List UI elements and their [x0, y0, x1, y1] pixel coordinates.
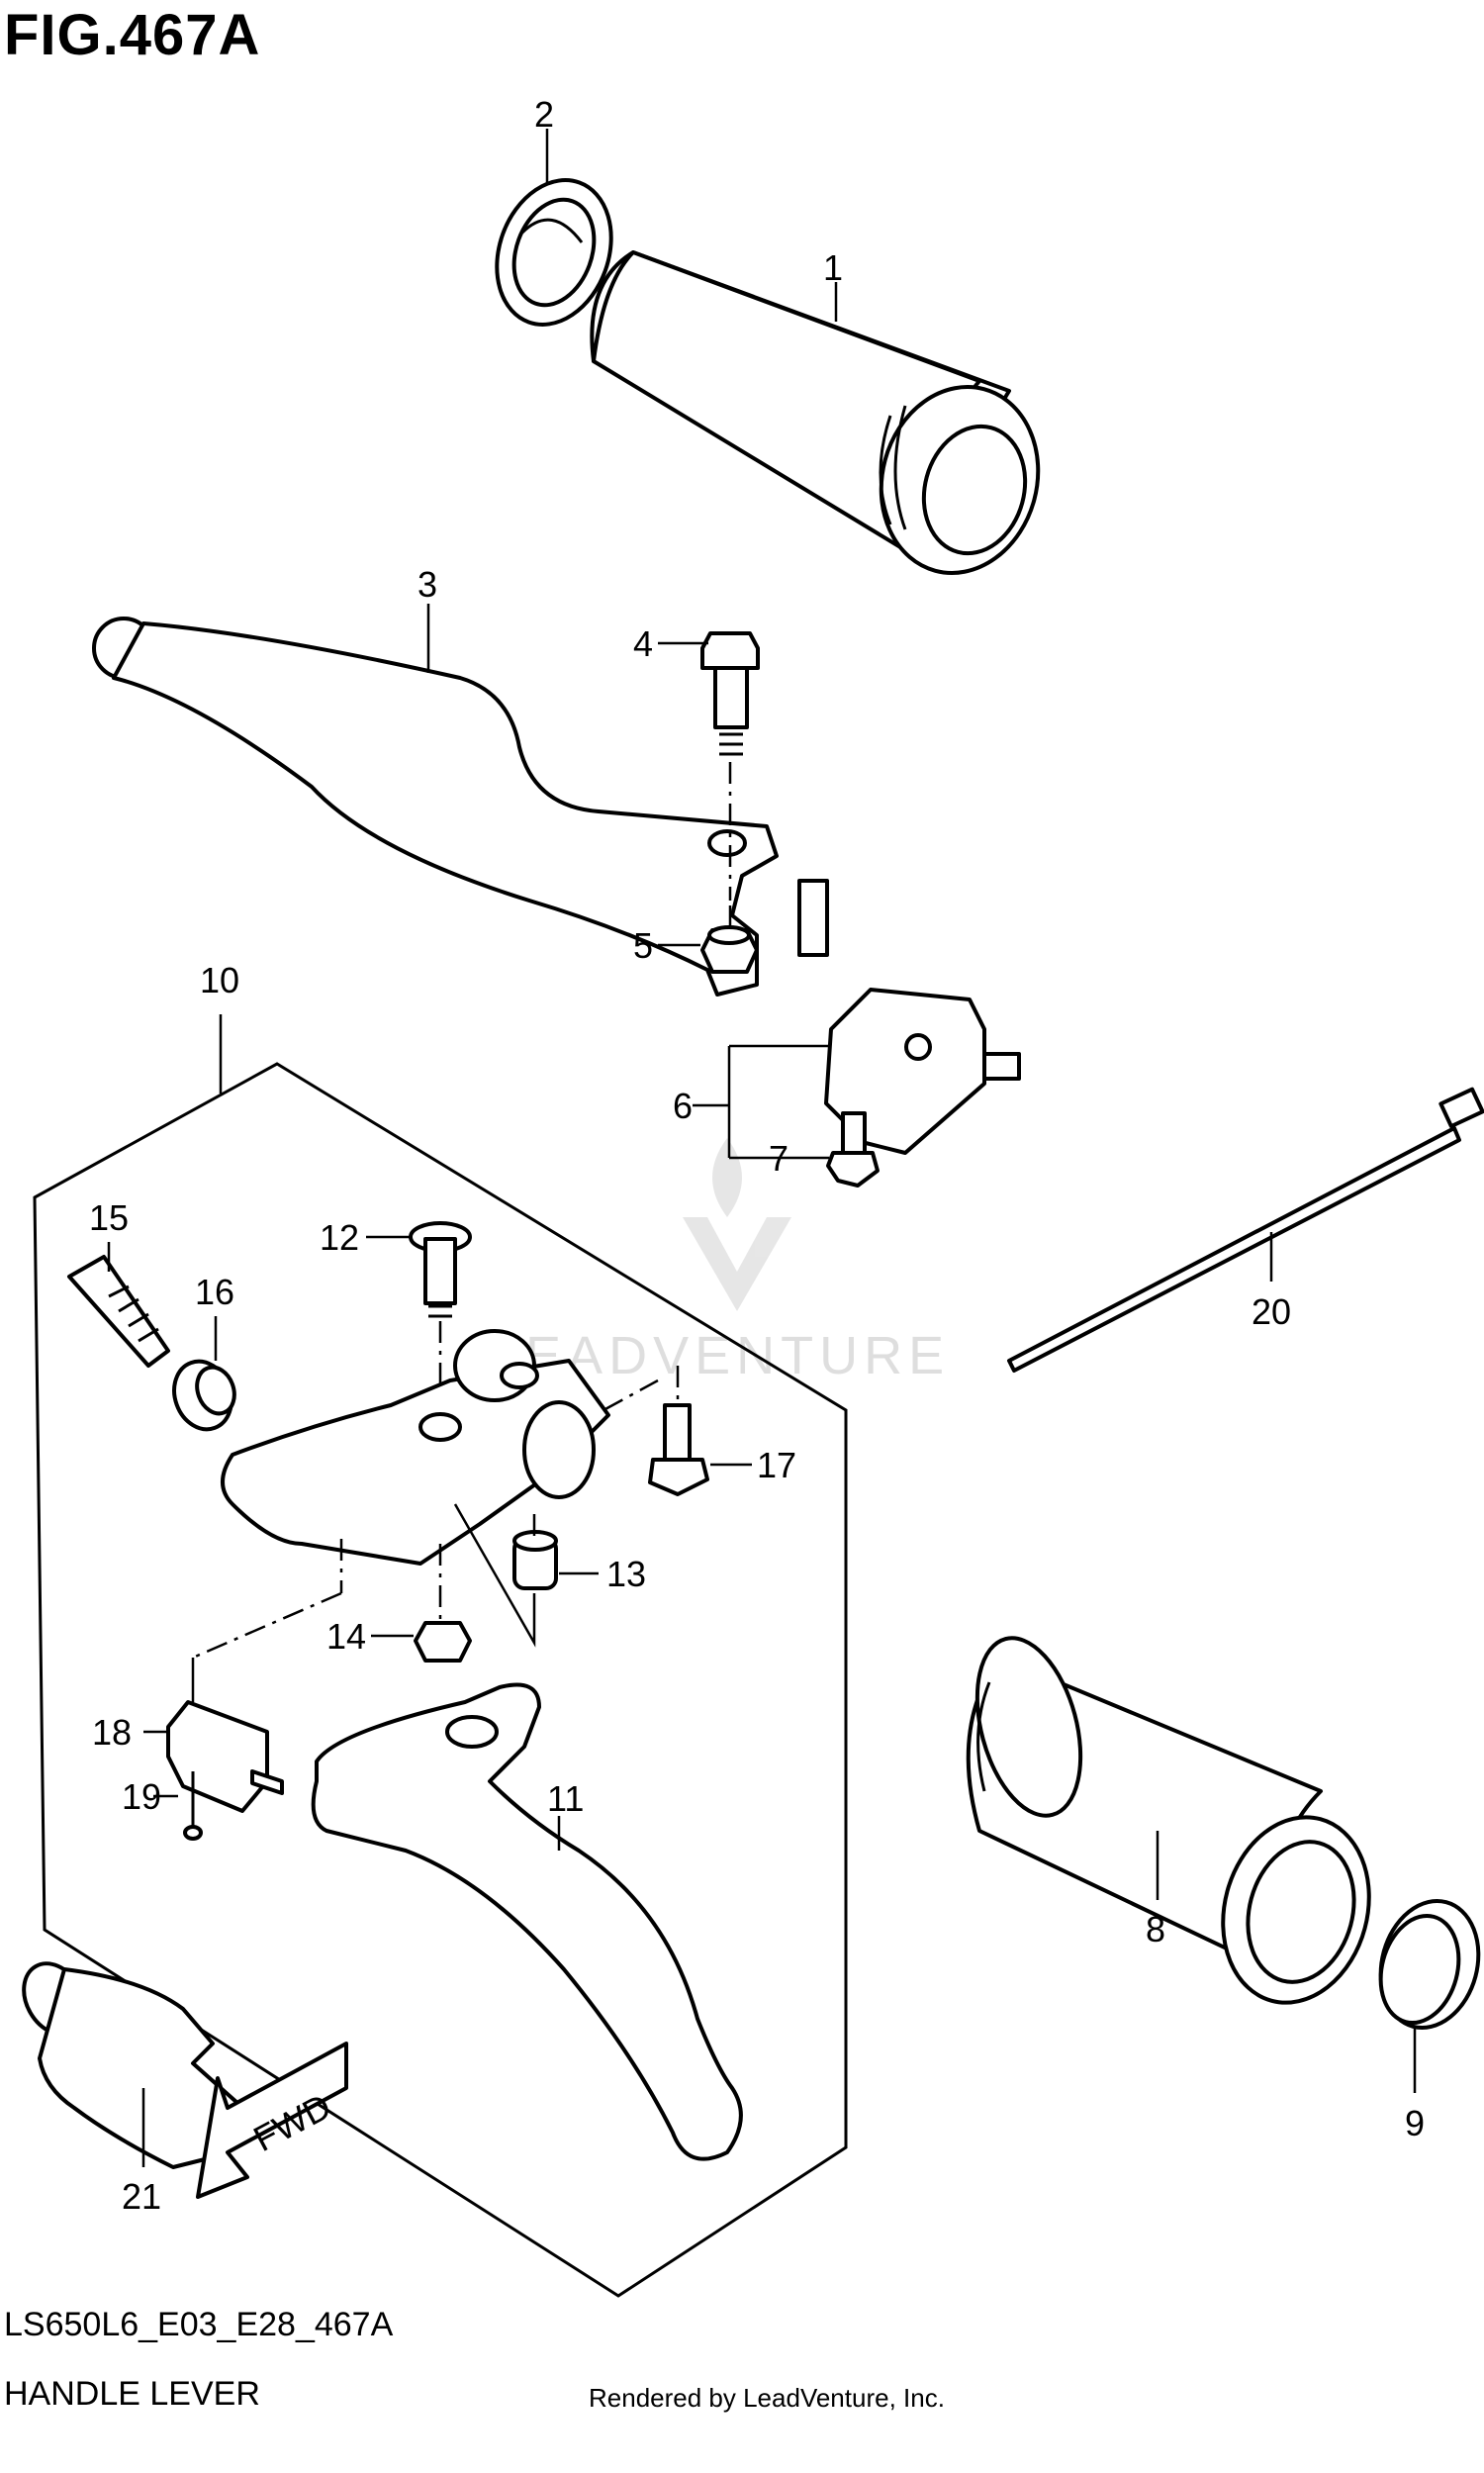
part-5-nut[interactable]	[658, 905, 759, 974]
part-2-ring[interactable]	[478, 129, 631, 340]
part-1-throttle-grip[interactable]	[590, 250, 1059, 591]
part-21-cover[interactable]	[12, 1952, 239, 2169]
callout-15: 15	[89, 1197, 129, 1238]
callout-21: 21	[122, 2176, 161, 2217]
watermark: LEADVENTURE	[490, 1138, 944, 1385]
callout-3: 3	[417, 564, 437, 605]
part-14-nut[interactable]	[371, 1544, 472, 1663]
part-3-brake-lever[interactable]	[92, 604, 829, 997]
part-12-bolt[interactable]	[366, 1221, 472, 1415]
callout-20: 20	[1252, 1291, 1291, 1332]
figure-name: HANDLE LEVER	[4, 2375, 260, 2413]
part-13-collar[interactable]	[453, 1503, 599, 1648]
part-15-adjuster-bolt[interactable]	[67, 1242, 170, 1368]
callout-14: 14	[326, 1616, 366, 1657]
callout-2: 2	[534, 94, 554, 135]
callout-18: 18	[92, 1712, 132, 1753]
fwd-arrow: FWD	[196, 2042, 348, 2199]
fig-title: FIG.467A	[4, 3, 261, 67]
callout-7: 7	[769, 1138, 788, 1179]
callout-19: 19	[122, 1776, 161, 1817]
callout-labels: 1 2 3 4 5 6 7 8 9 10 11 12 13 14 15 16 1…	[89, 94, 1425, 2217]
part-7-screw[interactable]	[729, 1111, 880, 1188]
part-18-clutch-switch[interactable]	[143, 1658, 284, 1813]
callout-16: 16	[195, 1272, 234, 1312]
callout-10: 10	[200, 960, 239, 1000]
part-4-pivot-bolt[interactable]	[658, 631, 760, 901]
callout-5: 5	[633, 925, 653, 966]
part-9-end-cap[interactable]	[1367, 1890, 1484, 2093]
figure-code: LS650L6_E03_E28_467A	[4, 2306, 394, 2343]
callout-11: 11	[547, 1778, 584, 1819]
callout-6: 6	[673, 1086, 693, 1126]
part-11-clutch-lever[interactable]	[311, 1682, 743, 2161]
part-20-cable-tie[interactable]	[1007, 1087, 1484, 1373]
part-16-washer[interactable]	[165, 1316, 241, 1437]
render-credit: Rendered by LeadVenture, Inc.	[589, 2383, 945, 2413]
callout-8: 8	[1146, 1909, 1165, 1950]
callout-9: 9	[1405, 2103, 1425, 2143]
part-10-assembly-outline	[33, 1014, 848, 2298]
callout-12: 12	[320, 1217, 359, 1258]
callout-1: 1	[823, 247, 843, 288]
callout-17: 17	[757, 1445, 796, 1485]
part-8-grip[interactable]	[960, 1627, 1389, 2020]
callout-13: 13	[606, 1554, 646, 1594]
clutch-lever-bracket[interactable]	[192, 1329, 659, 1660]
part-19-screw[interactable]	[153, 1771, 203, 1841]
part-17-bolt[interactable]	[648, 1366, 752, 1496]
callout-4: 4	[633, 623, 653, 664]
